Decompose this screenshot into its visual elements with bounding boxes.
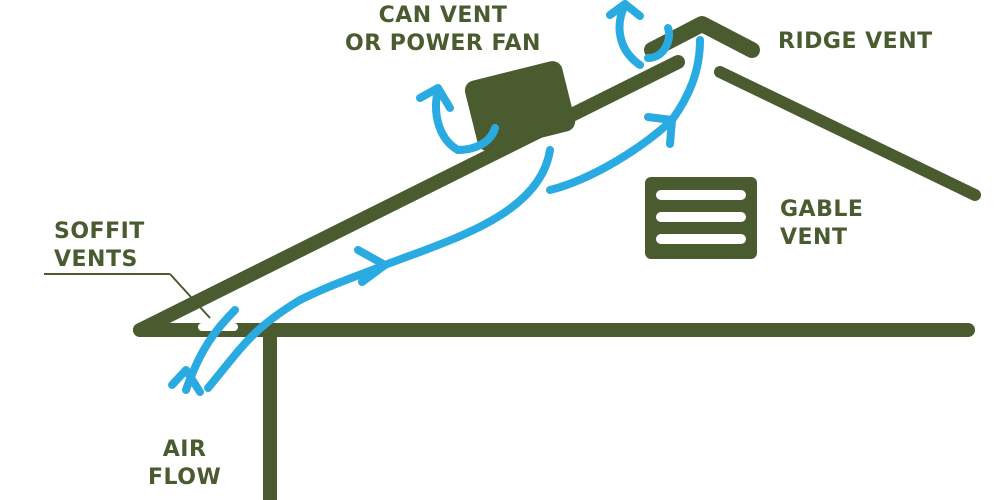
airflow-can-exhaust-left <box>432 86 462 154</box>
can-vent-box <box>464 61 576 151</box>
soffit-vents-label-line2: VENTS <box>54 247 138 272</box>
airflow-can-exhaust-right <box>454 124 499 154</box>
soffit-vents-label: SOFFIT VENTS <box>54 218 145 274</box>
soffit-vents-label-line1: SOFFIT <box>54 219 145 244</box>
air-flow-label-line1: AIR <box>162 437 207 462</box>
airflow-path-main <box>381 146 554 269</box>
can-vent-label-line2: OR POWER FAN <box>345 31 541 56</box>
arrowhead-main-1 <box>354 246 389 286</box>
right-roof-slope <box>714 66 981 201</box>
air-flow-label: AIR FLOW <box>148 436 221 492</box>
gable-vent <box>645 177 757 259</box>
arrowhead-ridge-exhaust <box>606 0 644 20</box>
airflow-path-to-gable <box>546 116 676 194</box>
gable-vent-label-line1: GABLE <box>780 197 864 222</box>
arrowhead-can-exhaust <box>416 84 454 112</box>
arrowhead-gable <box>644 113 676 148</box>
airflow-ridge-exhaust-right <box>644 24 673 62</box>
air-flow-label-line2: FLOW <box>148 465 222 490</box>
gable-vent-label-line2: VENT <box>780 225 848 250</box>
ridge-vent-label: RIDGE VENT <box>778 29 933 54</box>
can-vent-label: CAN VENT OR POWER FAN <box>345 2 541 58</box>
airflow-path-intake-2 <box>204 261 389 392</box>
soffit-pointer-diagonal <box>169 273 211 319</box>
airflow-path-to-ridge <box>668 36 704 124</box>
gable-vent-label: GABLE VENT <box>780 196 863 252</box>
left-roof-slope <box>133 55 685 337</box>
can-vent-label-line1: CAN VENT <box>378 3 508 28</box>
airflow-ridge-exhaust-left <box>615 1 644 69</box>
arrowhead-intake-bottom <box>168 366 204 396</box>
